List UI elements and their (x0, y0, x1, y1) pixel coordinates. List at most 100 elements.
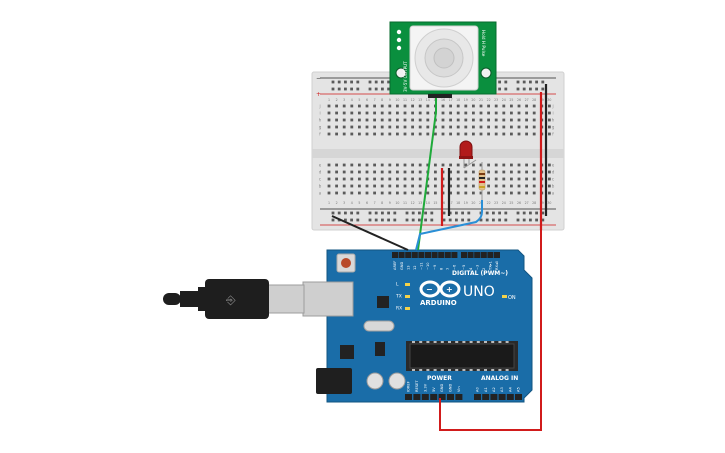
breadboard-hole (434, 132, 437, 136)
breadboard-hole (434, 191, 437, 195)
gnd-wire[interactable] (331, 215, 409, 251)
rail-hole (504, 211, 508, 215)
rail-hole (522, 211, 526, 215)
chip-pin (491, 369, 495, 371)
breadboard-hole (502, 177, 506, 181)
breadboard-hole (441, 104, 445, 108)
rail-hole (411, 218, 415, 222)
breadboard-hole (388, 118, 392, 122)
digital-pin[interactable] (461, 252, 467, 258)
digital-pin-label: ~6 (453, 264, 457, 270)
chip-pin (498, 341, 502, 343)
analog-pin[interactable] (482, 394, 490, 400)
power-pin[interactable] (430, 394, 438, 400)
chip-pin (505, 369, 509, 371)
digital-pin[interactable] (425, 252, 431, 258)
breadboard-hole (380, 104, 384, 108)
digital-pin[interactable] (418, 252, 425, 258)
row-letter: d (552, 169, 555, 174)
analog-pin[interactable] (506, 394, 514, 400)
rail-hole (368, 80, 372, 84)
column-number: 17 (449, 201, 453, 205)
breadboard-hole (350, 170, 354, 174)
column-number: 24 (502, 201, 506, 205)
breadboard-hole (479, 163, 483, 167)
power-pin-label: 5V (432, 387, 436, 392)
power-pin[interactable] (405, 394, 412, 400)
resistor[interactable] (478, 162, 486, 200)
digital-pin[interactable] (474, 252, 481, 258)
led-to-resistor-jumper[interactable] (463, 159, 477, 169)
breadboard-hole (388, 191, 392, 195)
power-pin[interactable] (438, 394, 446, 400)
digital-pin[interactable] (411, 252, 418, 258)
digital-pin[interactable] (405, 252, 412, 258)
digital-pin[interactable] (467, 252, 474, 258)
digital-pin[interactable] (392, 252, 398, 258)
analog-pin[interactable] (498, 394, 506, 400)
breadboard-hole (510, 177, 513, 181)
breadboard-hole (464, 125, 468, 129)
rail-hole (467, 211, 471, 215)
rail-hole (485, 211, 489, 215)
pir-sensor[interactable]: 3V-5V OUTPUT Hold H Pulse (389, 21, 497, 98)
breadboard-hole (426, 104, 430, 108)
rail-hole (344, 218, 347, 222)
arduino-uno-board[interactable]: − + ARDUINO UNO DIGITAL (PWM~) POWER ANA… (302, 249, 533, 403)
breadboard-hole (342, 104, 346, 108)
analog-pin-header[interactable] (474, 394, 522, 400)
5v-wire[interactable] (439, 230, 542, 431)
power-pin-header[interactable] (405, 394, 463, 400)
analog-pin[interactable] (515, 394, 522, 400)
rail-hole (529, 80, 532, 84)
digital-pin[interactable] (480, 252, 487, 258)
digital-pin-header[interactable] (392, 252, 500, 258)
column-number: 21 (479, 98, 483, 102)
breadboard-hole (388, 170, 392, 174)
breadboard-hole (487, 177, 490, 181)
voltage-regulator (340, 345, 354, 359)
analog-pin[interactable] (474, 394, 481, 400)
column-number: 22 (487, 201, 491, 205)
power-pin[interactable] (447, 394, 454, 400)
power-pin[interactable] (455, 394, 463, 400)
usb-cable[interactable]: ⎆ (163, 279, 305, 319)
breadboard-hole (464, 104, 468, 108)
column-number: 5 (358, 201, 360, 205)
digital-pin[interactable] (487, 252, 494, 258)
breadboard-hole (335, 118, 338, 122)
digital-pin[interactable] (494, 252, 500, 258)
breadboard-hole (449, 111, 452, 115)
breadboard-hole (449, 118, 452, 122)
breadboard-hole (548, 104, 551, 108)
led-signal-wire[interactable] (415, 200, 483, 251)
digital-pin[interactable] (431, 252, 438, 258)
digital-pin-label: 8 (439, 267, 443, 270)
breadboard-hole (517, 111, 521, 115)
breadboard-hole (548, 170, 551, 174)
breadboard-labels: 1122334455667788991010111112121313141415… (318, 98, 554, 205)
digital-pin[interactable] (444, 252, 451, 258)
digital-pin[interactable] (438, 252, 445, 258)
chip-pin (484, 341, 487, 343)
digital-pin[interactable] (451, 252, 458, 258)
pir-output-wire[interactable] (417, 98, 437, 251)
breadboard-hole (418, 111, 422, 115)
digital-pin[interactable] (398, 252, 405, 258)
breadboard-hole (418, 170, 422, 174)
row-letter: a (552, 190, 555, 195)
chip-pin (433, 341, 437, 343)
red-led[interactable] (459, 140, 473, 168)
rail-hole (331, 80, 335, 84)
breadboard-hole (335, 177, 338, 181)
power-pin[interactable] (413, 394, 421, 400)
atmega-pins (412, 341, 509, 371)
breadboard-hole (358, 118, 361, 122)
power-pin[interactable] (421, 394, 429, 400)
breadboard-hole (380, 118, 384, 122)
breadboard-hole (449, 170, 452, 174)
analog-pin[interactable] (490, 394, 498, 400)
power-pin-label: RESET (415, 380, 419, 392)
power-jack (316, 368, 352, 394)
